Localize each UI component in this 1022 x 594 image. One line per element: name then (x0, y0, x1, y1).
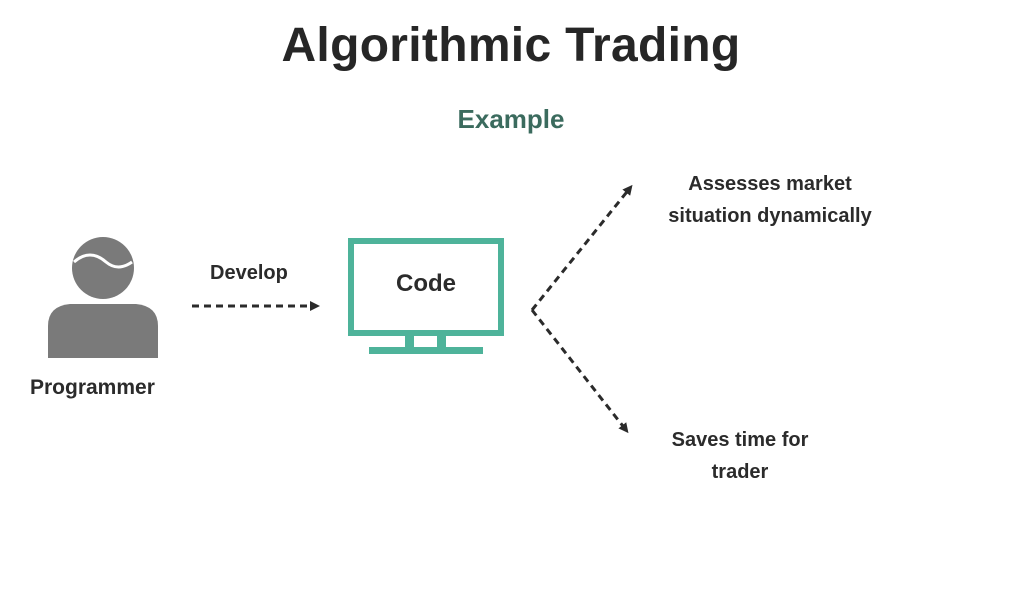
page-title: Algorithmic Trading (281, 19, 741, 72)
code-label: Code (396, 270, 456, 297)
assess-label-line-1: Assesses market (688, 173, 852, 195)
user-icon (48, 237, 158, 358)
programmer-label: Programmer (30, 376, 155, 399)
saves-arrow (530, 309, 629, 434)
page-subtitle: Example (457, 104, 565, 134)
saves-label-line-1: Saves time for (671, 429, 809, 451)
saves-label-line-2: trader (711, 461, 769, 483)
assess-label: Assesses market situation dynamically (640, 168, 900, 232)
saves-label: Saves time for trader (640, 424, 840, 488)
monitor-icon (348, 238, 504, 354)
assess-arrow (530, 184, 633, 311)
develop-label: Develop (210, 262, 288, 284)
assess-label-line-2: situation dynamically (668, 205, 872, 227)
